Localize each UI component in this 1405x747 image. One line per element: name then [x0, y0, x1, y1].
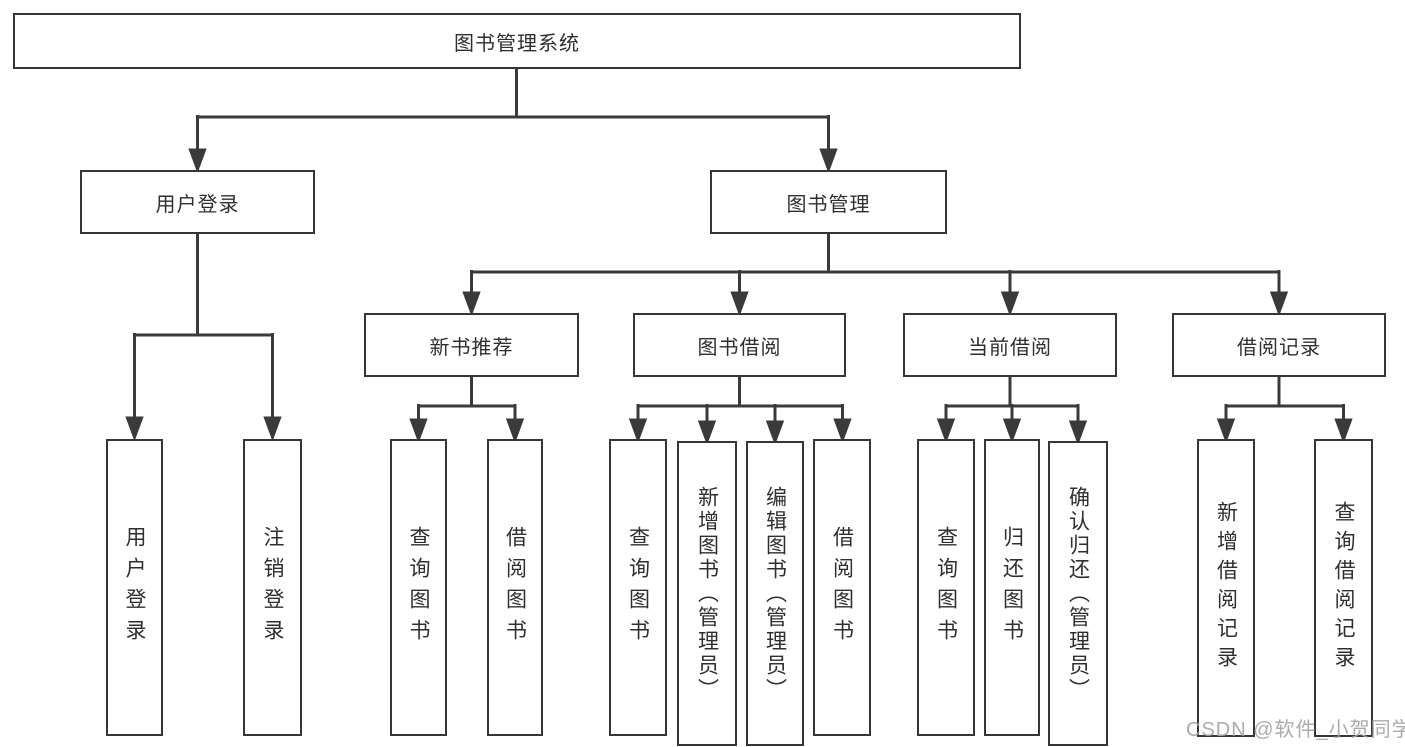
leaf-query-books-recommend-label: 查询图书 [407, 525, 430, 650]
arrowhead-leaf-return-books [1002, 418, 1022, 444]
leaf-confirm-return-admin: 确认归还（管理员） [1048, 441, 1108, 746]
leaf-add-borrow-record-label: 新增借阅记录 [1214, 501, 1238, 675]
arrowhead-borrowing-records [1269, 291, 1289, 317]
leaf-return-books: 归还图书 [984, 439, 1040, 736]
arrowhead-book-borrowing [730, 291, 749, 317]
arrowhead-user-login [188, 148, 207, 174]
arrowhead-leaf-query-borrow-record [1334, 418, 1353, 444]
arrowhead-leaf-query-books-current [936, 418, 956, 444]
leaf-borrow-books-borrowing: 借阅图书 [813, 439, 871, 736]
leaf-add-books-admin-label: 新增图书（管理员） [695, 485, 719, 702]
node-new-book-recommendation-label: 新书推荐 [429, 336, 514, 359]
node-borrowing-records: 借阅记录 [1172, 313, 1386, 377]
node-book-management: 图书管理 [710, 170, 947, 234]
arrowhead-leaf-add-borrow-record [1216, 418, 1236, 444]
arrowhead-leaf-logout [263, 416, 282, 442]
arrowhead-leaf-borrow-books-recommend [505, 418, 525, 444]
leaf-query-books-recommend: 查询图书 [390, 439, 447, 736]
csdn-watermark: CSDN @软件_小贺同学 [1186, 719, 1405, 741]
arrowhead-new-book-recommendation [462, 291, 481, 317]
leaf-confirm-return-admin-label: 确认归还（管理员） [1066, 485, 1090, 702]
node-current-borrowing: 当前借阅 [903, 313, 1117, 377]
arrowhead-leaf-user-login [125, 416, 144, 442]
node-user-login-branch: 用户登录 [80, 170, 315, 234]
leaf-logout-label: 注销登录 [261, 525, 284, 650]
leaf-user-login-label: 用户登录 [123, 525, 146, 650]
leaf-query-books-borrowing-label: 查询图书 [626, 525, 650, 650]
leaf-borrow-books-recommend-label: 借阅图书 [503, 525, 527, 650]
node-book-management-label: 图书管理 [786, 193, 871, 216]
arrowhead-leaf-query-books-borrowing [628, 418, 648, 444]
leaf-query-borrow-record: 查询借阅记录 [1314, 439, 1373, 737]
leaf-borrow-books-borrowing-label: 借阅图书 [830, 525, 854, 650]
node-borrowing-records-label: 借阅记录 [1237, 336, 1321, 359]
leaf-query-books-current-label: 查询图书 [934, 525, 958, 650]
arrowhead-leaf-add-books-admin [697, 420, 717, 446]
leaf-borrow-books-recommend: 借阅图书 [487, 439, 543, 736]
node-new-book-recommendation: 新书推荐 [364, 313, 579, 377]
node-book-borrowing: 图书借阅 [633, 313, 846, 377]
leaf-user-login: 用户登录 [106, 439, 163, 736]
leaf-query-books-current: 查询图书 [917, 439, 975, 736]
leaf-edit-books-admin: 编辑图书（管理员） [746, 441, 804, 746]
leaf-add-borrow-record: 新增借阅记录 [1197, 439, 1255, 737]
leaf-add-books-admin: 新增图书（管理员） [677, 441, 737, 746]
arrowhead-current-borrowing [1000, 291, 1020, 317]
leaf-query-books-borrowing: 查询图书 [609, 439, 667, 736]
leaf-query-borrow-record-label: 查询借阅记录 [1332, 501, 1355, 675]
node-book-borrowing-label: 图书借阅 [697, 336, 782, 359]
arrowhead-book-management [819, 148, 838, 174]
arrowhead-leaf-query-books-recommend [409, 418, 428, 444]
node-user-login-branch-label: 用户登录 [155, 193, 240, 216]
arrowhead-leaf-confirm-return-admin [1068, 420, 1088, 446]
arrowhead-leaf-borrow-books-borrowing [833, 418, 852, 444]
arrowhead-leaf-edit-books-admin [765, 420, 785, 446]
leaf-edit-books-admin-label: 编辑图书（管理员） [763, 485, 787, 702]
node-root-label: 图书管理系统 [454, 32, 580, 55]
node-root: 图书管理系统 [13, 13, 1021, 69]
node-current-borrowing-label: 当前借阅 [968, 336, 1052, 359]
leaf-return-books-label: 归还图书 [1000, 525, 1024, 650]
leaf-logout: 注销登录 [243, 439, 302, 736]
